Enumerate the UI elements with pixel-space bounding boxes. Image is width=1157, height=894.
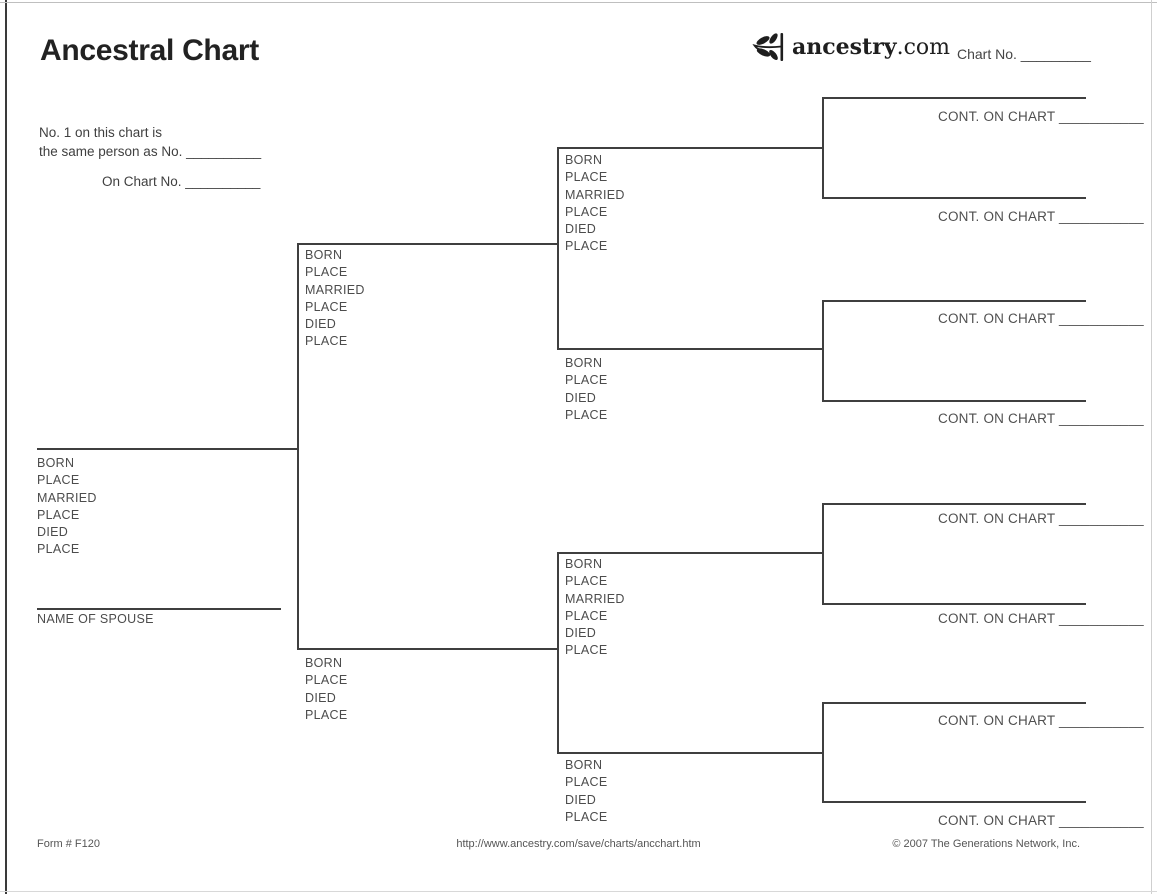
reference-line-1: No. 1 on this chart is <box>39 125 163 140</box>
bracket-gen3-top <box>557 147 559 349</box>
page-border-bottom <box>0 891 1157 892</box>
cont-on-chart-5: CONT. ON CHART ___________ <box>938 511 1144 526</box>
cont-on-chart-6: CONT. ON CHART ___________ <box>938 611 1144 626</box>
footer-url: http://www.ancestry.com/save/charts/ancc… <box>456 838 701 850</box>
name-line-person-11 <box>822 400 1086 402</box>
name-line-person-3 <box>297 648 558 650</box>
logo-brand-suffix: .com <box>896 35 950 60</box>
bracket-gen4-3 <box>822 503 824 604</box>
chart-reference-note: No. 1 on this chart is the same person a… <box>39 124 261 161</box>
form-number: Form # F120 <box>37 838 100 850</box>
name-line-person-10 <box>822 300 1086 302</box>
cont-on-chart-8: CONT. ON CHART ___________ <box>938 813 1144 828</box>
spouse-label: NAME OF SPOUSE <box>37 612 154 626</box>
name-line-person-1 <box>37 448 297 450</box>
bracket-gen2 <box>297 243 299 649</box>
name-line-person-2 <box>297 243 558 245</box>
page-title: Ancestral Chart <box>40 34 259 67</box>
name-line-person-5 <box>557 348 823 350</box>
spouse-name-line <box>37 608 281 610</box>
cont-on-chart-4: CONT. ON CHART ___________ <box>938 411 1144 426</box>
chart-no-field: Chart No. _________ <box>957 46 1091 62</box>
logo-brand-text: ancestry.com <box>792 30 950 65</box>
cont-on-chart-1: CONT. ON CHART ___________ <box>938 109 1144 124</box>
reference-on-chart-no: On Chart No. __________ <box>102 174 261 189</box>
name-line-person-14 <box>822 702 1086 704</box>
logo-brand-name: ancestry <box>792 34 897 60</box>
footer-copyright: © 2007 The Generations Network, Inc. <box>892 838 1080 850</box>
name-line-person-9 <box>822 197 1086 199</box>
bracket-gen3-bottom <box>557 552 559 753</box>
bracket-gen4-1 <box>822 97 824 198</box>
cont-on-chart-3: CONT. ON CHART ___________ <box>938 311 1144 326</box>
name-line-person-15 <box>822 801 1086 803</box>
bracket-gen4-4 <box>822 702 824 802</box>
name-line-person-13 <box>822 603 1086 605</box>
name-line-person-6 <box>557 552 823 554</box>
reference-line-2: the same person as No. __________ <box>39 143 262 159</box>
cont-on-chart-2: CONT. ON CHART ___________ <box>938 209 1144 224</box>
page-border-right <box>1151 0 1152 894</box>
ancestry-leaf-icon <box>752 33 784 61</box>
page-border-top <box>0 2 1157 3</box>
bracket-gen4-2 <box>822 300 824 401</box>
ancestry-logo: ancestry.com <box>752 30 950 66</box>
cont-on-chart-7: CONT. ON CHART ___________ <box>938 713 1144 728</box>
name-line-person-12 <box>822 503 1086 505</box>
page-border-left <box>5 0 7 894</box>
name-line-person-4 <box>557 147 823 149</box>
name-line-person-8 <box>822 97 1086 99</box>
name-line-person-7 <box>557 752 823 754</box>
